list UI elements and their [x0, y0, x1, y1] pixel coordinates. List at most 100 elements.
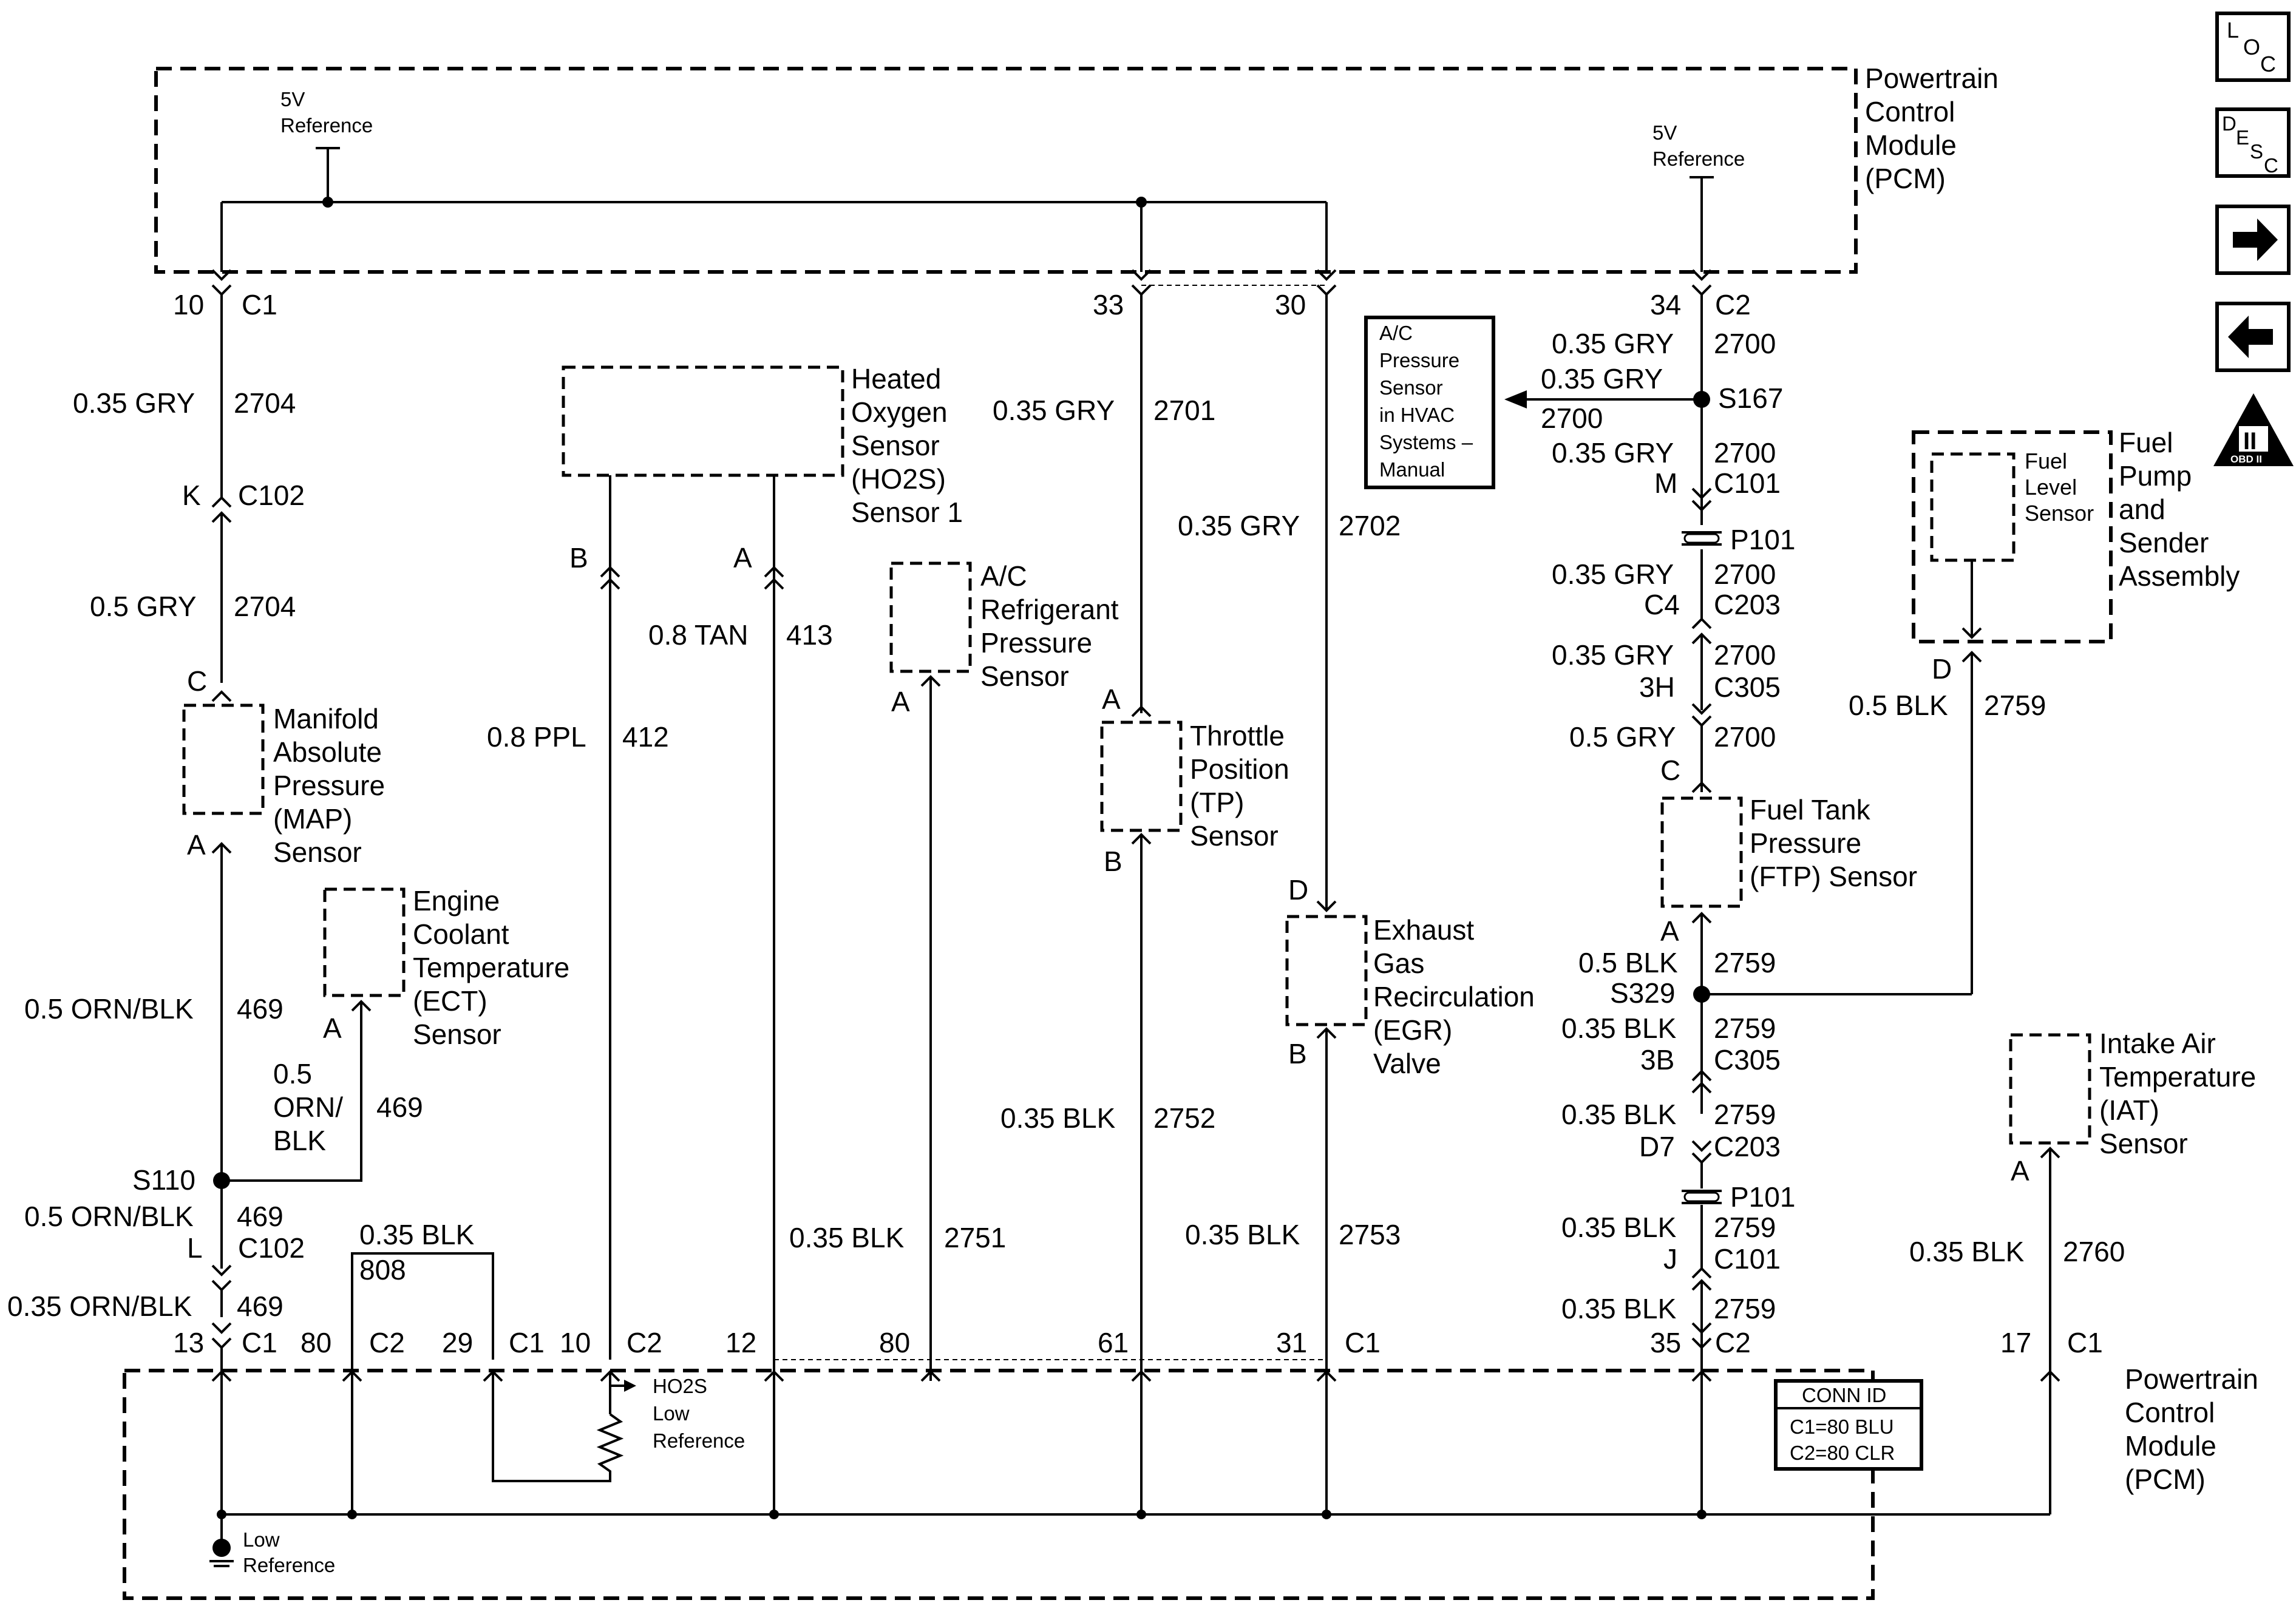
ac-hvac-arrow: [1504, 390, 1527, 408]
ftp-lower-circuit-2: 2759: [1714, 1012, 1776, 1044]
pcm-bottom-title-3: Module: [2125, 1430, 2216, 1462]
ho2s-circuit-a: 413: [786, 619, 833, 651]
pcm-bottom-module: Powertrain Control Module (PCM): [123, 1348, 2258, 1600]
fuel-pump-box: [1912, 430, 2113, 643]
iat-sensor-box: [2009, 1033, 2091, 1145]
bottom-conn-c1c: C1: [1345, 1327, 1381, 1358]
ftp-label-1: Fuel Tank: [1750, 794, 1871, 825]
ac-hvac-line-5: Systems –: [1379, 431, 1473, 453]
egr-circuit-bot: 2753: [1339, 1219, 1401, 1250]
top-pin-10: 10: [173, 289, 204, 320]
low-ref-label-1: Low: [243, 1528, 280, 1551]
ac-hvac-box: [1364, 316, 1495, 489]
ho2s-sensor: Heated Oxygen Sensor (HO2S) Sensor 1 B A…: [487, 363, 963, 1360]
ftp-pin-a: A: [1660, 915, 1679, 947]
desc-icon[interactable]: [2215, 107, 2291, 178]
fuel-pump-label-1: Fuel: [2119, 427, 2173, 458]
bottom-pin-29: 29: [442, 1327, 473, 1358]
ho2s-low-ref-1: HO2S: [653, 1375, 707, 1397]
low-ref-label-2: Reference: [243, 1554, 335, 1576]
ac-refrig-label-1: A/C: [980, 560, 1027, 592]
s110-label: S110: [132, 1164, 195, 1196]
iat-label-3: (IAT): [2099, 1094, 2159, 1126]
egr-label-2: Gas: [1373, 947, 1424, 979]
ftp-circuit-1: 2700: [1714, 328, 1776, 359]
top-pin-34: 34: [1650, 289, 1681, 320]
ftp-c305: C305: [1714, 671, 1781, 703]
ftp-label-2: Pressure: [1750, 827, 1861, 859]
fuel-pump-label-4: Sender: [2119, 527, 2209, 558]
tp-label-3: (TP): [1190, 787, 1244, 818]
ftp-lower-p101: P101: [1730, 1181, 1795, 1213]
iat-pin-a: A: [2011, 1155, 2029, 1187]
s110-conn-pin-l: L: [187, 1232, 203, 1264]
ac-refrig-pin-a: A: [891, 686, 910, 717]
desc-icon-button[interactable]: D E S C: [2215, 107, 2291, 178]
ho2s-label-2: Oxygen: [851, 396, 948, 428]
bottom-conn-c2c: C2: [1715, 1327, 1751, 1358]
ac-hvac-line-3: Sensor: [1379, 376, 1443, 399]
egr-wire-top: 0.35 GRY: [1178, 510, 1300, 541]
pcm-top-box: [154, 67, 1858, 274]
tp-wire-top: 0.35 GRY: [993, 395, 1115, 426]
egr-pin-b: B: [1288, 1038, 1307, 1070]
ect-sensor: Engine Coolant Temperature (ECT) Sensor …: [222, 885, 569, 1182]
prev-arrow-button[interactable]: [2215, 302, 2291, 372]
s167-label: S167: [1718, 382, 1783, 414]
ftp-sensor-box: [1660, 796, 1743, 908]
map-conn-pin-k: K: [182, 480, 201, 511]
fuel-level-label-1: Fuel: [2025, 449, 2067, 473]
fuel-level-label-3: Sensor: [2025, 501, 2094, 526]
ftp-lower-c101: C101: [1714, 1243, 1781, 1275]
ftp-lower-j: J: [1663, 1243, 1677, 1275]
map-circuit: 0.35 GRY 2704 K C102 0.5 GRY 2704 C Mani…: [24, 294, 385, 1181]
ac-refrig-circuit: 2751: [944, 1222, 1006, 1253]
top-conn-c1: C1: [242, 289, 277, 320]
ho2s-label-5: Sensor 1: [851, 497, 963, 528]
tp-label-4: Sensor: [1190, 820, 1279, 852]
fuel-pump-sender: Fuel Level Sensor Fuel Pump and Sender A…: [1849, 427, 2240, 994]
desc-letter-d: D: [2222, 112, 2237, 135]
fuel-level-sensor-box: [1930, 452, 2016, 562]
ftp-label-3: (FTP) Sensor: [1750, 861, 1917, 892]
tp-label-2: Position: [1190, 753, 1289, 785]
tp-circuit-bot: 2752: [1153, 1102, 1215, 1134]
loc-icon-button[interactable]: L O C: [2215, 12, 2291, 82]
jumper-808: 0.35 BLK 808: [351, 1219, 494, 1360]
bottom-pin-17: 17: [2000, 1327, 2031, 1358]
ect-pin-a: A: [323, 1012, 342, 1044]
egr-label-1: Exhaust: [1373, 914, 1474, 946]
next-arrow-button[interactable]: [2215, 205, 2291, 275]
map-wire-1: 0.35 GRY: [73, 387, 195, 419]
ftp-lower-d7: D7: [1639, 1131, 1675, 1162]
pcm-bottom-title-2: Control: [2125, 1397, 2215, 1428]
bottom-conn-c2b: C2: [627, 1327, 662, 1358]
fuel-pump-circuit: 2759: [1984, 690, 2046, 721]
iat-sensor: Intake Air Temperature (IAT) Sensor A 0.…: [1909, 1028, 2256, 1360]
ect-label-4: (ECT): [413, 985, 487, 1017]
obd-ii-caption: OBD II: [2230, 453, 2262, 465]
ftp-circuit-4: 2700: [1714, 639, 1776, 671]
map-wire-2: 0.5 GRY: [90, 591, 197, 622]
egr-valve: 0.35 GRY 2702 D Exhaust Gas Recirculatio…: [1178, 294, 1535, 1360]
ho2s-label-3: Sensor: [851, 430, 940, 461]
egr-label-5: Valve: [1373, 1048, 1441, 1079]
loc-letter-o: O: [2243, 35, 2260, 59]
top-conn-c2: C2: [1715, 289, 1751, 320]
ho2s-low-ref-2: Low: [653, 1402, 690, 1425]
map-label-4: (MAP): [273, 803, 352, 835]
jumper-wire: 0.35 BLK: [359, 1219, 475, 1250]
iat-wire: 0.35 BLK: [1909, 1236, 2025, 1267]
top-connector-pins: 10 C1 33 30 34 C2: [173, 269, 1751, 320]
pcm-top-module: Powertrain Control Module (PCM) 5V Refer…: [154, 63, 1999, 274]
tp-sensor: 0.35 GRY 2701 A Throttle Position (TP) S…: [993, 294, 1289, 1360]
ref-5v-left-2: Reference: [280, 114, 373, 137]
loc-icon[interactable]: [2215, 12, 2291, 82]
map-sensor-box: [182, 703, 265, 815]
ac-refrig-label-4: Sensor: [980, 660, 1069, 692]
bottom-conn-c2a: C2: [369, 1327, 405, 1358]
ftp-3h: 3H: [1639, 671, 1675, 703]
bottom-pin-80b: 80: [879, 1327, 910, 1358]
map-label-5: Sensor: [273, 836, 362, 868]
tp-label-1: Throttle: [1190, 720, 1285, 751]
